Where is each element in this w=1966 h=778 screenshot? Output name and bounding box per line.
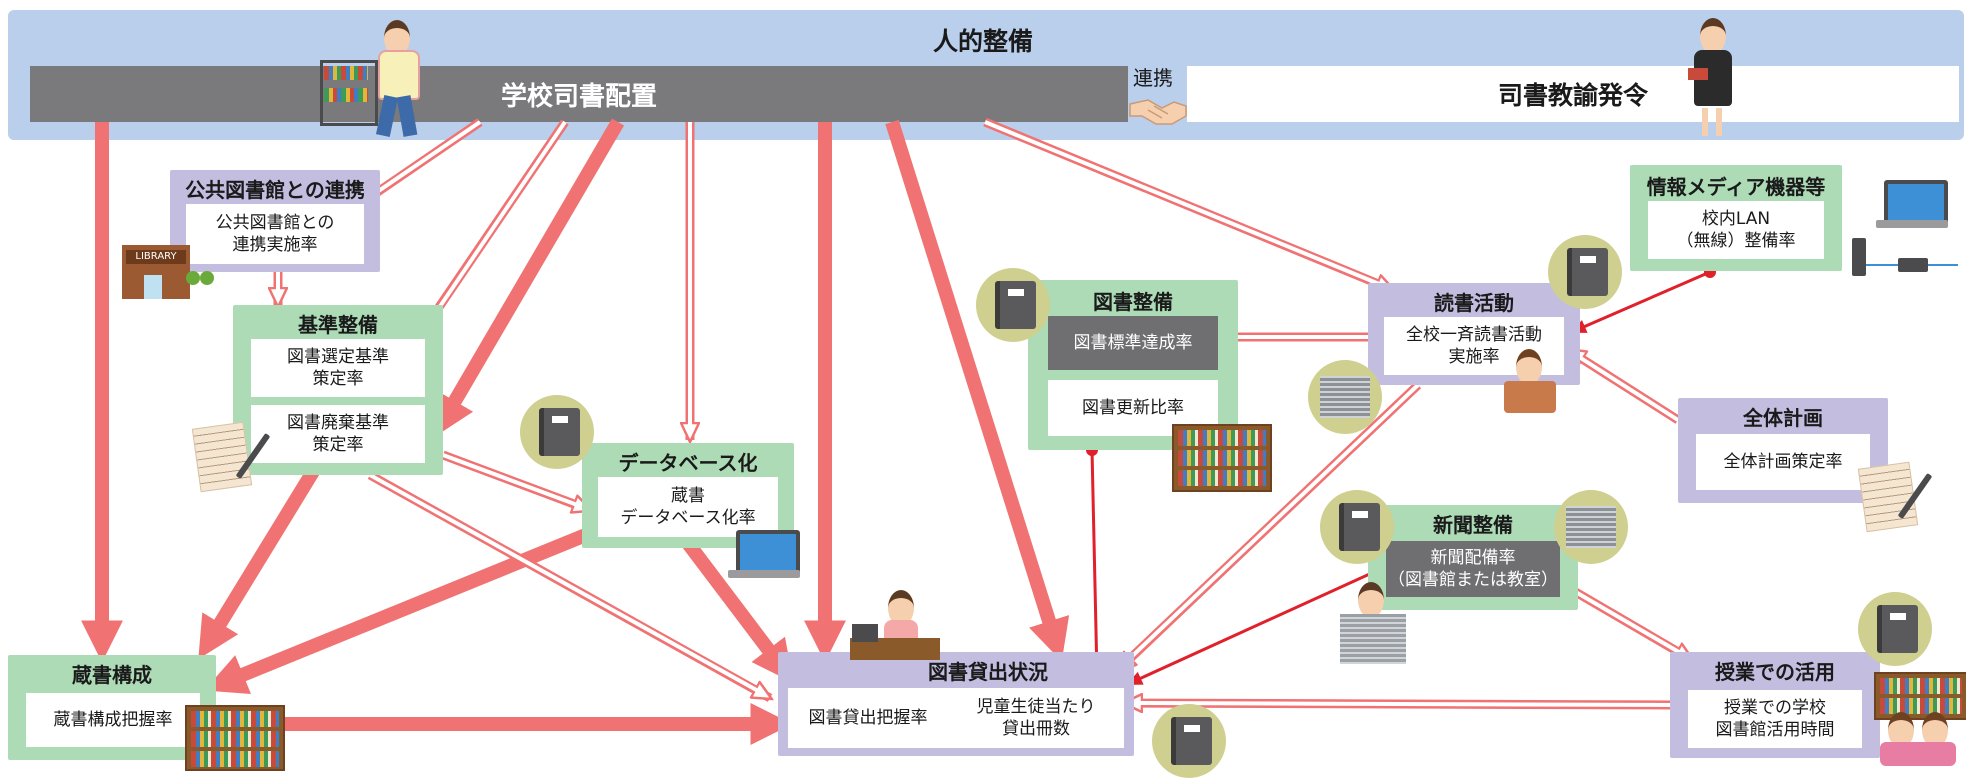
lessons-box: 授業での活用 授業での学校 図書館活用時間 [1670, 652, 1880, 758]
library-sign: LIBRARY [126, 250, 186, 264]
arrow-thick [204, 523, 601, 695]
arrow-thick [198, 466, 320, 660]
database-rate: 蔵書 データベース化率 [598, 477, 778, 537]
lending-grasp-rate: 図書貸出把握率 [808, 708, 928, 728]
collection-title: 蔵書構成 [72, 663, 152, 687]
reading-activity-box: 読書活動 全校一斉読書活動 実施率 [1368, 283, 1580, 385]
newspaper-icon [1554, 490, 1628, 564]
bookshelf-icon [185, 705, 285, 771]
lessons-title: 授業での活用 [1715, 660, 1835, 684]
students-library-illustration [1870, 672, 1966, 768]
teacher-librarian-bar: 司書教諭発令 [1187, 66, 1959, 122]
book-maintenance-box: 図書整備 図書標準達成率 図書更新比率 [1028, 280, 1238, 450]
header-title: 人的整備 [932, 27, 1033, 56]
teacher-librarian-illustration [1686, 16, 1742, 138]
newspaper-box: 新聞整備 新聞配備率 （図書館または教室） [1368, 505, 1578, 610]
book-icon [520, 395, 594, 469]
newspaper-icon [1308, 360, 1382, 434]
librarian-cart-illustration [316, 16, 428, 138]
laptop-icon [1876, 180, 1956, 232]
link-label: 連携 [1133, 66, 1173, 90]
arrow-thick [433, 118, 625, 438]
laptop-icon [728, 530, 804, 582]
book-icon [1152, 704, 1226, 778]
book-icon [976, 268, 1050, 342]
overall-plan-box: 全体計画 全体計画策定率 [1678, 398, 1888, 503]
overall-plan-title: 全体計画 [1743, 406, 1823, 430]
reading-activity-title: 読書活動 [1434, 291, 1514, 315]
lending-books-per-student: 児童生徒当たり 貸出冊数 [976, 697, 1096, 739]
lessons-usage-time: 授業での学校 図書館活用時間 [1688, 690, 1862, 748]
book-icon [1548, 235, 1622, 309]
newspaper-girl-illustration [1338, 580, 1408, 670]
arrow-red [1570, 270, 1711, 334]
book-renewal-ratio: 図書更新比率 [1048, 380, 1218, 436]
public-library-box: 公共図書館との連携 公共図書館との 連携実施率 [170, 170, 380, 272]
newspaper-title: 新聞整備 [1433, 513, 1513, 537]
public-library-title: 公共図書館との連携 [185, 178, 365, 202]
library-building-icon: LIBRARY [122, 245, 222, 301]
school-librarian-bar: 学校司書配置 [30, 66, 1128, 122]
book-icon [1858, 592, 1932, 666]
newspaper-rate: 新聞配備率 （図書館または教室） [1386, 541, 1560, 597]
book-icon [1320, 490, 1394, 564]
bookshelf-icon [1172, 424, 1272, 492]
reading-boy-illustration [1500, 345, 1560, 430]
overall-plan-rate: 全体計画策定率 [1696, 434, 1870, 490]
collection-box: 蔵書構成 蔵書構成把握率 [8, 655, 216, 760]
lending-inner: 図書貸出把握率 児童生徒当たり 貸出冊数 [788, 688, 1124, 748]
standards-title: 基準整備 [298, 313, 378, 337]
lending-title: 図書貸出状況 [928, 660, 1048, 684]
arrow-thick [672, 525, 794, 683]
media-equipment-box: 情報メディア機器等 校内LAN （無線）整備率 [1630, 165, 1842, 271]
librarian-desk-illustration [844, 586, 940, 676]
standards-box: 基準整備 図書選定基準 策定率 図書廃棄基準 策定率 [233, 305, 443, 475]
lan-rate: 校内LAN （無線）整備率 [1648, 201, 1824, 259]
book-maintenance-title: 図書整備 [1093, 290, 1173, 314]
arrow-red [1126, 565, 1386, 686]
book-standard-rate: 図書標準達成率 [1048, 316, 1218, 370]
selection-standard-rate: 図書選定基準 策定率 [251, 339, 425, 397]
arrow-red [1089, 449, 1104, 678]
database-title: データベース化 [618, 451, 758, 475]
collection-rate: 蔵書構成把握率 [26, 693, 200, 747]
handshake-icon [1129, 99, 1187, 125]
memo-icon [191, 421, 253, 493]
disposal-standard-rate: 図書廃棄基準 策定率 [251, 405, 425, 463]
lending-box: 図書貸出状況 図書貸出把握率 児童生徒当たり 貸出冊数 [778, 652, 1134, 756]
arrow-thick [885, 119, 1070, 662]
router-icon [1848, 236, 1958, 280]
public-library-rate: 公共図書館との 連携実施率 [186, 204, 364, 264]
media-equipment-title: 情報メディア機器等 [1646, 175, 1826, 199]
